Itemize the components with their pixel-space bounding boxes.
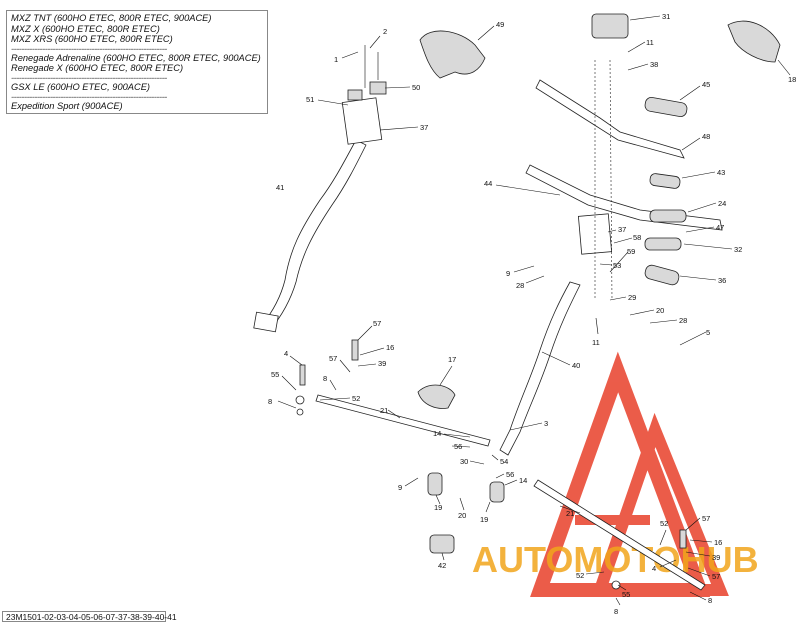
model-legend: MXZ TNT (600HO ETEC, 800R ETEC, 900ACE) … bbox=[6, 10, 268, 114]
callout-label: 18 bbox=[788, 75, 796, 84]
callout-label: 52 bbox=[576, 571, 584, 580]
callout-label: 57 bbox=[712, 572, 720, 581]
callout-label: 57 bbox=[373, 319, 381, 328]
callout-label: 9 bbox=[398, 483, 402, 492]
callout-label: 45 bbox=[702, 80, 710, 89]
callout-label: 14 bbox=[433, 429, 441, 438]
callout-label: 47 bbox=[716, 223, 724, 232]
callout-label: 56 bbox=[454, 442, 462, 451]
tie-rods bbox=[315, 384, 706, 591]
callout-label: 54 bbox=[500, 457, 508, 466]
callout-label: 4 bbox=[284, 349, 288, 358]
callout-label: 29 bbox=[628, 293, 636, 302]
callout-label: 31 bbox=[662, 12, 670, 21]
callouts: 1 2 50 51 37 41 49 31 18 11 38 45 48 4 bbox=[268, 12, 796, 616]
callout-label: 4 bbox=[652, 564, 656, 573]
callout-label: 20 bbox=[656, 306, 664, 315]
callout-label: 24 bbox=[718, 199, 726, 208]
callout-label: 59 bbox=[627, 247, 635, 256]
callout-label: 48 bbox=[702, 132, 710, 141]
handguard-49 bbox=[419, 30, 486, 79]
callout-label: 53 bbox=[613, 261, 621, 270]
callout-label: 28 bbox=[516, 281, 524, 290]
legend-line: Expedition Sport (900ACE) bbox=[11, 100, 123, 111]
callout-label: 2 bbox=[383, 27, 387, 36]
callout-label: 16 bbox=[714, 538, 722, 547]
callout-label: 50 bbox=[412, 83, 420, 92]
legend-line: Renegade Adrenaline (600HO ETEC, 800R ET… bbox=[11, 52, 261, 63]
handlebar-clamp-left bbox=[341, 45, 387, 145]
legend-separator: ----------------------------------------… bbox=[11, 44, 167, 53]
callout-label: 51 bbox=[306, 95, 314, 104]
steering-column-left bbox=[253, 139, 367, 333]
legend-line: MXZ XRS (600HO ETEC, 800R ETEC) bbox=[11, 34, 173, 45]
callout-label: 39 bbox=[378, 359, 386, 368]
callout-label: 9 bbox=[506, 269, 510, 278]
callout-label: 32 bbox=[734, 245, 742, 254]
callout-label: 57 bbox=[329, 354, 337, 363]
callout-label: 37 bbox=[618, 225, 626, 234]
callout-label: 11 bbox=[646, 38, 654, 47]
callout-label: 44 bbox=[484, 179, 492, 188]
callout-label: 39 bbox=[712, 553, 720, 562]
callout-label: 5 bbox=[706, 328, 710, 337]
callout-label: 55 bbox=[622, 590, 630, 599]
callout-label: 56 bbox=[506, 470, 514, 479]
legend-separator: ----------------------------------------… bbox=[11, 92, 167, 101]
callout-label: 21 bbox=[380, 406, 388, 415]
callout-label: 40 bbox=[572, 361, 580, 370]
throttle-block-31 bbox=[591, 13, 629, 39]
callout-label: 52 bbox=[660, 519, 668, 528]
callout-label: 20 bbox=[458, 511, 466, 520]
handguard-18 bbox=[727, 20, 781, 63]
legend-line: GSX LE (600HO ETEC, 900ACE) bbox=[11, 81, 150, 92]
callout-label: 14 bbox=[519, 476, 527, 485]
callout-label: 3 bbox=[544, 419, 548, 428]
callout-label: 28 bbox=[679, 316, 687, 325]
watermark-logo bbox=[530, 351, 729, 597]
handlebar-right bbox=[525, 79, 723, 286]
callout-label: 16 bbox=[386, 343, 394, 352]
document-code: 23M1501-02-03-04-05-06-07-37-38-39-40-41 bbox=[2, 611, 177, 622]
callout-label: 19 bbox=[434, 503, 442, 512]
callout-label: 49 bbox=[496, 20, 504, 29]
legend-line: MXZ X (600HO ETEC, 800R ETEC) bbox=[11, 23, 160, 34]
callout-label: 42 bbox=[438, 561, 446, 570]
callout-label: 11 bbox=[592, 338, 600, 347]
callout-label: 17 bbox=[448, 355, 456, 364]
steering-column-center bbox=[499, 59, 613, 456]
callout-label: 38 bbox=[650, 60, 658, 69]
callout-label: 57 bbox=[702, 514, 710, 523]
legend-line: Renegade X (600HO ETEC, 800R ETEC) bbox=[11, 63, 184, 74]
callout-label: 41 bbox=[276, 183, 284, 192]
callout-label: 36 bbox=[718, 276, 726, 285]
callout-label: 58 bbox=[633, 233, 641, 242]
callout-label: 8 bbox=[614, 607, 618, 616]
callout-label: 43 bbox=[717, 168, 725, 177]
callout-label: 52 bbox=[352, 394, 360, 403]
callout-label: 21 bbox=[566, 509, 574, 518]
callout-label: 1 bbox=[334, 55, 338, 64]
legend-separator: ----------------------------------------… bbox=[11, 73, 167, 82]
small-hardware bbox=[295, 339, 687, 590]
callout-label: 8 bbox=[323, 374, 327, 383]
callout-label: 8 bbox=[268, 397, 272, 406]
callout-label: 19 bbox=[480, 515, 488, 524]
callout-label: 37 bbox=[420, 123, 428, 132]
callout-label: 8 bbox=[708, 596, 712, 605]
callout-label: 30 bbox=[460, 457, 468, 466]
watermark-text: AUTOMOTOHUB bbox=[472, 539, 759, 580]
callout-label: 55 bbox=[271, 370, 279, 379]
legend-line: MXZ TNT (600HO ETEC, 800R ETEC, 900ACE) bbox=[11, 13, 212, 23]
